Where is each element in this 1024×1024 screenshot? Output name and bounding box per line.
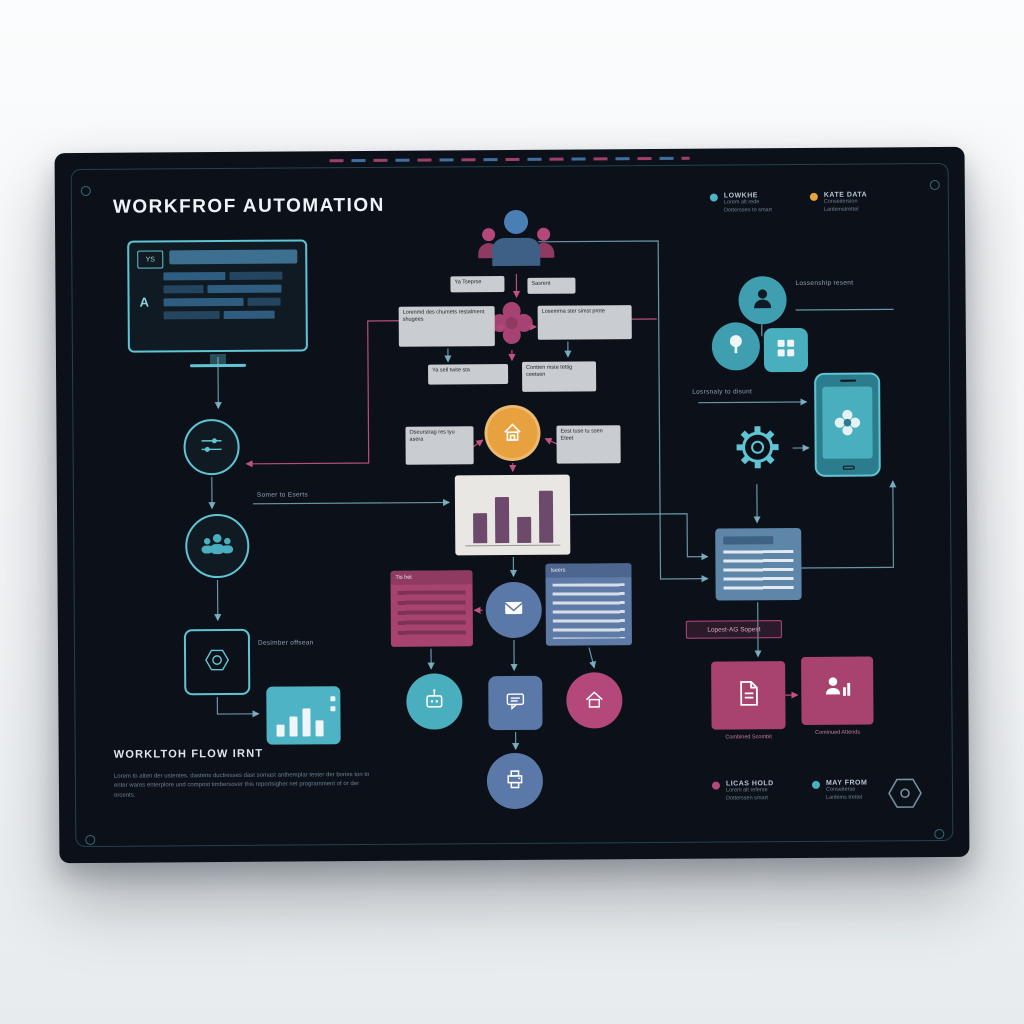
summary-card-node <box>715 527 802 601</box>
aperture-node <box>183 628 251 696</box>
card-title-bar <box>723 536 774 545</box>
flow-label: Lossenship resent <box>795 279 854 288</box>
document-title: Tis het <box>390 570 473 585</box>
attendance-node <box>801 656 874 725</box>
team-node <box>185 513 250 579</box>
person-node <box>738 276 787 325</box>
document-lines-icon <box>552 583 625 639</box>
flower-diamond-icon <box>489 299 535 350</box>
person-chart-icon <box>817 668 857 713</box>
hexagon-badge <box>885 775 925 815</box>
label-box: Ya Tseprse <box>450 276 505 293</box>
node-caption: Combined Scombit <box>725 734 772 741</box>
flow-label: Somer to Eserts <box>256 491 309 499</box>
sliders-icon <box>191 424 231 469</box>
home-node <box>566 672 623 729</box>
phone-speaker <box>840 379 857 382</box>
grid-icon <box>772 333 800 366</box>
person-icon <box>745 281 779 320</box>
tag-label: Lopest-AG Sopest <box>685 620 782 639</box>
people-icon <box>194 520 240 571</box>
robot-node <box>406 673 463 730</box>
house-icon <box>494 412 530 453</box>
workflow-poster: WORKFROF AUTOMATION LOWKHE Lorem alt red… <box>54 146 970 864</box>
report-chart-card <box>454 474 571 556</box>
phone-screen <box>822 386 873 459</box>
flow-label: Desimber offsean <box>257 639 314 647</box>
flower-icon <box>834 409 861 436</box>
blue-document-node: Iseers <box>545 563 632 646</box>
chat-node <box>488 675 543 731</box>
label-box: Ya sell twite sta <box>428 364 509 385</box>
person-icon <box>482 228 496 242</box>
settings-node <box>183 418 240 476</box>
bar-chart-icon <box>276 724 285 737</box>
print-node <box>486 752 544 810</box>
label-box: Oseurstrag res tyu asera <box>405 426 474 465</box>
process-hub-node <box>484 404 541 462</box>
user-group-node <box>478 208 555 275</box>
bar-chart-icon <box>472 513 487 544</box>
label-box: Losemma ster simst prote <box>537 305 632 340</box>
connector-lines <box>208 240 897 751</box>
person-icon <box>537 227 551 241</box>
chat-bubble-icon <box>499 684 531 721</box>
envelope-icon <box>497 590 531 629</box>
flow-label: Losrsnaly to disunt <box>692 388 753 396</box>
tablet-button <box>330 706 336 712</box>
tablet-button <box>330 696 336 702</box>
tablet-chart-node <box>266 686 341 745</box>
pink-document-node: Tis het <box>390 570 473 647</box>
phone-home-button <box>842 465 855 470</box>
house-icon <box>577 681 611 720</box>
label-box: Eest tuse tu ssen Eteet <box>556 425 621 464</box>
label-box: Lorenmd des chumets restalment shugees <box>398 306 495 347</box>
email-node <box>485 581 542 639</box>
label-box: Contten mste tettig ceetsen <box>522 361 597 392</box>
dashboard-node <box>763 327 809 373</box>
decision-node <box>489 299 535 350</box>
tree-icon <box>720 328 752 365</box>
label-box: Sasrent <box>527 277 576 294</box>
document-icon <box>728 673 768 718</box>
mobile-phone-node <box>814 372 881 477</box>
node-caption: Continued Attends <box>815 729 861 736</box>
gear-node <box>724 416 790 482</box>
card-lines-icon <box>723 550 794 593</box>
document-lines-icon <box>397 590 466 640</box>
printer-icon <box>498 761 532 800</box>
hexagon-icon <box>885 773 925 818</box>
person-icon <box>503 209 529 235</box>
tree-node <box>711 322 761 371</box>
robot-icon <box>417 682 451 721</box>
combined-report-node <box>711 661 786 730</box>
hexagon-aperture-icon <box>194 636 240 687</box>
gear-icon <box>724 414 790 485</box>
document-title: Iseers <box>545 563 632 578</box>
